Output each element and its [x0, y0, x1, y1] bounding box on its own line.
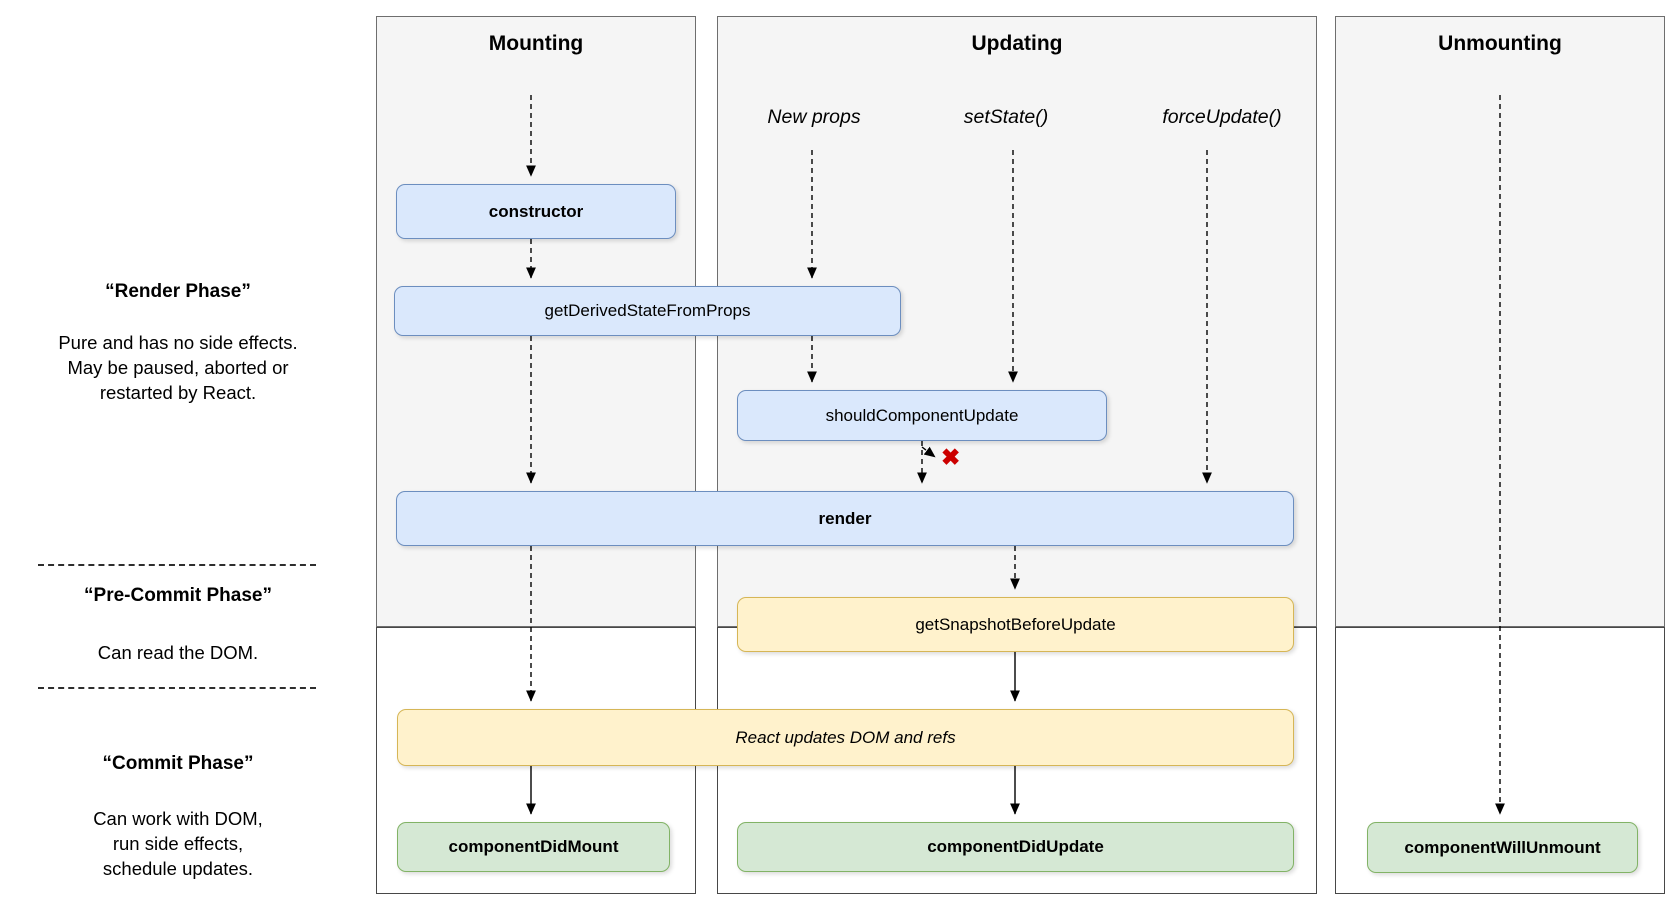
column-title-unmounting: Unmounting: [1438, 32, 1562, 55]
node-constructor: constructor: [396, 184, 676, 239]
column-title-mounting: Mounting: [488, 32, 584, 55]
node-get-derived-state-from-props: getDerivedStateFromProps: [394, 286, 901, 336]
phase-divider-top: [38, 564, 316, 566]
phase-render-description: Pure and has no side effects. May be pau…: [58, 332, 298, 403]
phase-precommit-description: Can read the DOM.: [97, 642, 259, 663]
node-component-did-update: componentDidUpdate: [737, 822, 1294, 872]
trigger-setstate: setState(): [963, 106, 1049, 128]
phase-divider-bottom: [38, 687, 316, 689]
phase-commit-title: “Commit Phase”: [102, 753, 254, 774]
trigger-forceupdate: forceUpdate(): [1162, 106, 1282, 128]
skip-update-x-icon: ✖: [941, 444, 961, 470]
panel-unmounting-render-phase: [1335, 16, 1665, 627]
phase-commit-description: Can work with DOM, run side effects, sch…: [93, 808, 263, 879]
node-should-component-update: shouldComponentUpdate: [737, 390, 1107, 441]
node-render: render: [396, 491, 1294, 546]
node-react-updates-dom-and-refs: React updates DOM and refs: [397, 709, 1294, 766]
node-get-snapshot-before-update: getSnapshotBeforeUpdate: [737, 597, 1294, 652]
node-component-did-mount: componentDidMount: [397, 822, 670, 872]
phase-precommit-title: “Pre-Commit Phase”: [84, 585, 272, 606]
trigger-new-props: New props: [767, 106, 861, 128]
column-title-updating: Updating: [971, 32, 1063, 55]
phase-render-title: “Render Phase”: [105, 281, 251, 302]
node-component-will-unmount: componentWillUnmount: [1367, 822, 1638, 873]
